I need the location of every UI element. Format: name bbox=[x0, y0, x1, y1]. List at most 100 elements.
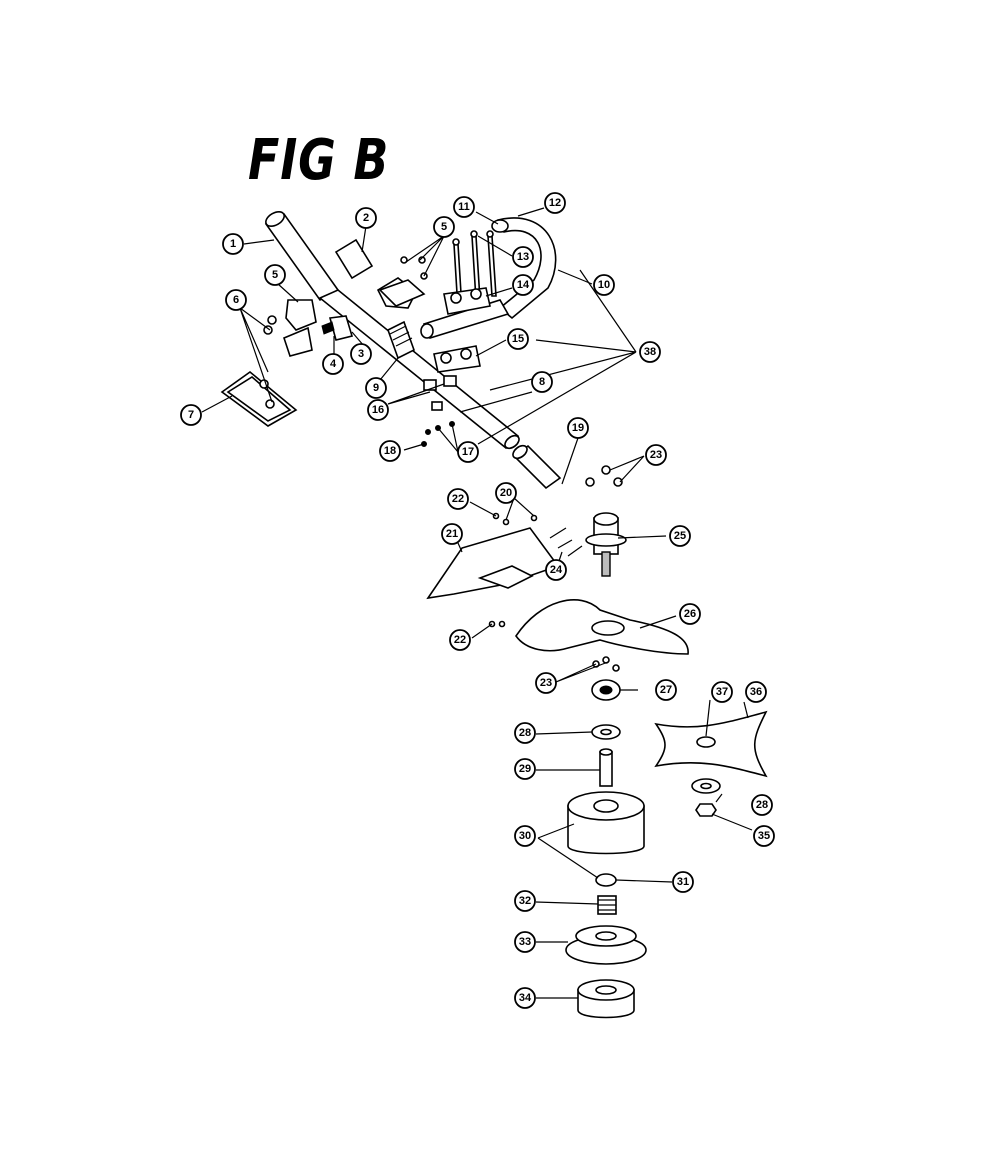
callout-label: 28 bbox=[756, 799, 768, 811]
callout-label: 21 bbox=[446, 528, 458, 540]
callout-1: 1 bbox=[222, 233, 244, 255]
callout-label: 11 bbox=[458, 201, 470, 213]
callout-label: 9 bbox=[373, 382, 379, 394]
callout-4: 4 bbox=[322, 353, 344, 375]
callout-label: 10 bbox=[598, 279, 610, 291]
callout-15: 15 bbox=[507, 328, 529, 350]
callout-label: 22 bbox=[452, 493, 464, 505]
callout-2: 2 bbox=[355, 207, 377, 229]
callout-11: 11 bbox=[453, 196, 475, 218]
washer-upper bbox=[591, 724, 621, 740]
callout-label: 8 bbox=[539, 376, 545, 388]
washer-lower bbox=[691, 778, 721, 794]
callout-label: 38 bbox=[644, 346, 656, 358]
callout-22-lower: 22 bbox=[449, 629, 471, 651]
callout-label: 32 bbox=[519, 895, 531, 907]
callout-6: 6 bbox=[225, 289, 247, 311]
retaining-ring bbox=[595, 873, 617, 887]
callout-30: 30 bbox=[514, 825, 536, 847]
callout-label: 18 bbox=[384, 445, 396, 457]
callout-13: 13 bbox=[512, 246, 534, 268]
callout-19: 19 bbox=[567, 417, 589, 439]
trimmer-head-hub bbox=[567, 791, 645, 855]
j-handle bbox=[420, 217, 557, 339]
callout-label: 26 bbox=[684, 608, 696, 620]
callout-36: 36 bbox=[745, 681, 767, 703]
callout-label: 27 bbox=[660, 684, 672, 696]
callout-18: 18 bbox=[379, 440, 401, 462]
callout-label: 23 bbox=[650, 449, 662, 461]
callout-label: 30 bbox=[519, 830, 531, 842]
callout-32: 32 bbox=[514, 890, 536, 912]
callout-label: 34 bbox=[519, 992, 532, 1004]
main-shaft bbox=[318, 289, 520, 450]
callout-label: 35 bbox=[758, 830, 770, 842]
gear-head-housing bbox=[585, 512, 627, 577]
handle-clamp-lower bbox=[433, 345, 481, 373]
callout-label: 22 bbox=[454, 634, 466, 646]
bearing bbox=[591, 679, 621, 701]
callout-label: 4 bbox=[330, 358, 337, 370]
callout-7: 7 bbox=[180, 404, 202, 426]
callout-16: 16 bbox=[367, 399, 389, 421]
callout-26: 26 bbox=[679, 603, 701, 625]
callout-label: 19 bbox=[572, 422, 584, 434]
callout-label: 37 bbox=[716, 686, 728, 698]
callout-label: 36 bbox=[750, 686, 762, 698]
callout-33: 33 bbox=[514, 931, 536, 953]
callout-5-lower: 5 bbox=[264, 264, 286, 286]
figure-title: FIG B bbox=[248, 128, 390, 193]
callout-9: 9 bbox=[365, 377, 387, 399]
callout-label: 3 bbox=[358, 348, 364, 360]
callout-22-upper: 22 bbox=[447, 488, 469, 510]
callout-label: 25 bbox=[674, 530, 686, 542]
callout-label: 14 bbox=[517, 279, 530, 291]
spring bbox=[597, 895, 617, 915]
callout-label: 5 bbox=[441, 221, 447, 233]
callout-label: 33 bbox=[519, 936, 531, 948]
callout-label: 5 bbox=[272, 269, 278, 281]
spool bbox=[565, 925, 647, 965]
callout-label: 6 bbox=[233, 294, 239, 306]
arbor-bolt bbox=[599, 748, 613, 787]
brush-blade bbox=[654, 710, 768, 778]
callout-label: 15 bbox=[512, 333, 524, 345]
rear-grip bbox=[264, 210, 340, 302]
callout-25: 25 bbox=[669, 525, 691, 547]
callout-20: 20 bbox=[495, 482, 517, 504]
callout-37: 37 bbox=[711, 681, 733, 703]
shaft-coupling-sleeve bbox=[512, 444, 562, 490]
callout-28-right: 28 bbox=[751, 794, 773, 816]
grass-deflector-shield bbox=[515, 599, 689, 655]
handle-clamp-upper bbox=[443, 287, 491, 315]
callout-label: 2 bbox=[363, 212, 369, 224]
callout-label: 23 bbox=[540, 677, 552, 689]
callout-24: 24 bbox=[545, 559, 567, 581]
callout-17: 17 bbox=[457, 441, 479, 463]
bump-knob bbox=[577, 979, 635, 1019]
callout-23-lower: 23 bbox=[535, 672, 557, 694]
callout-34: 34 bbox=[514, 987, 536, 1009]
callout-label: 29 bbox=[519, 763, 531, 775]
shoulder-strap-loop bbox=[220, 315, 298, 427]
callout-label: 16 bbox=[372, 404, 384, 416]
callout-27: 27 bbox=[655, 679, 677, 701]
callout-14: 14 bbox=[512, 274, 534, 296]
callout-label: 28 bbox=[519, 727, 531, 739]
callout-29: 29 bbox=[514, 758, 536, 780]
callout-label: 13 bbox=[517, 251, 529, 263]
callout-31: 31 bbox=[672, 871, 694, 893]
blade-nut bbox=[695, 803, 717, 817]
callout-21: 21 bbox=[441, 523, 463, 545]
callout-label: 12 bbox=[549, 197, 561, 209]
housing-screws bbox=[549, 465, 623, 557]
callout-3: 3 bbox=[350, 343, 372, 365]
callout-5-upper: 5 bbox=[433, 216, 455, 238]
callout-38: 38 bbox=[639, 341, 661, 363]
shaft-spring bbox=[387, 320, 415, 360]
callout-label: 24 bbox=[550, 564, 563, 576]
callout-label: 17 bbox=[462, 446, 474, 458]
throttle-trigger bbox=[321, 315, 354, 341]
callout-label: 31 bbox=[677, 876, 689, 888]
